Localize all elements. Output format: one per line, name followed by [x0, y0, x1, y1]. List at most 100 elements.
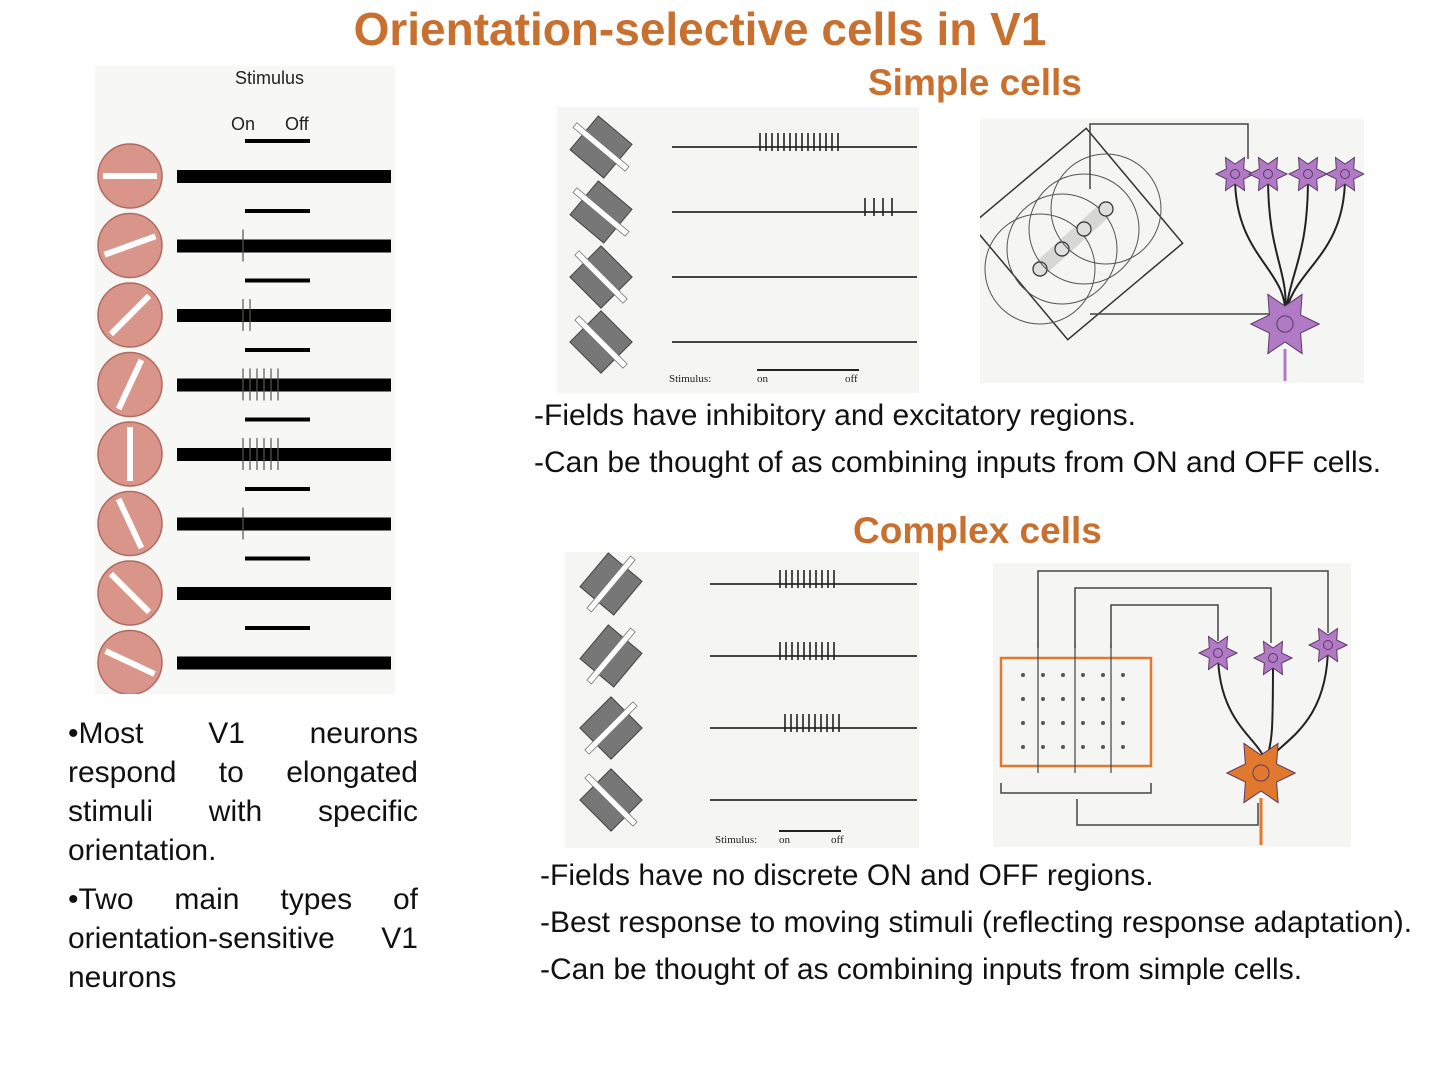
- oriented-bar-stimulus: [115, 358, 145, 411]
- stimulus-square: [569, 310, 633, 374]
- bar-stimulus: [584, 773, 638, 827]
- stimulus-square: [579, 696, 643, 760]
- field-dot: [1121, 721, 1125, 725]
- axon-line: [1217, 652, 1266, 769]
- simple-cells-heading: Simple cells: [868, 62, 1082, 103]
- axon-line: [1284, 176, 1309, 320]
- oriented-bar-stimulus: [115, 497, 145, 550]
- field-dot: [1121, 697, 1125, 701]
- complex-field-box: [999, 656, 1153, 768]
- bar-stimulus: [572, 187, 630, 237]
- complex-input-neuron: [1197, 635, 1239, 671]
- simple-circuit-drawing: [980, 123, 1364, 381]
- field-dot: [1041, 721, 1045, 725]
- field-dot: [1101, 721, 1105, 725]
- field-dot: [1041, 745, 1045, 749]
- bullet-item: •Two main types of orientation-sensitive…: [68, 883, 418, 994]
- stimulus-label: Stimulus: [235, 68, 305, 88]
- simple-input-neuron: [1247, 156, 1289, 192]
- bar-stimulus: [586, 627, 636, 685]
- neuron-nucleus: [1263, 169, 1273, 179]
- simple-input-neuron: [1324, 156, 1364, 192]
- simple-cells-recordings: Stimulus: on off: [557, 107, 919, 393]
- oriented-bar-stimulus: [108, 571, 152, 615]
- neuron-nucleus: [1213, 648, 1223, 658]
- off-caption: off: [845, 373, 858, 385]
- simple-output-neuron: [1249, 293, 1321, 355]
- point-item: -Fields have inhibitory and excitatory r…: [534, 399, 1136, 432]
- bar-stimulus: [574, 250, 628, 304]
- on-off-field-ring: [1028, 173, 1140, 285]
- stimulus-square: [569, 245, 633, 309]
- field-dot: [1021, 673, 1025, 677]
- field-dot: [1061, 721, 1065, 725]
- oriented-bar-stimulus: [104, 648, 156, 677]
- neuron-nucleus: [1268, 653, 1278, 663]
- bar-stimulus: [574, 315, 628, 369]
- neuron-nucleus: [1340, 169, 1350, 179]
- response-trace: [177, 170, 391, 183]
- on-label: On: [231, 114, 256, 134]
- stimulus-caption: Stimulus:: [715, 834, 758, 846]
- orientation-tuning-figure: Stimulus On Off: [95, 66, 395, 694]
- complex-cells-circuit: [993, 563, 1351, 847]
- field-dot: [1081, 721, 1085, 725]
- stimulus-caption: Stimulus:: [669, 373, 712, 385]
- field-dot: [1041, 673, 1045, 677]
- field-dot: [1101, 745, 1105, 749]
- stimulus-square: [579, 552, 643, 616]
- neuron-nucleus: [1230, 169, 1240, 179]
- field-center: [1076, 221, 1092, 237]
- bracket-connector: [1000, 783, 1152, 794]
- left-bullets: •Most V1 neurons respond to elongated st…: [68, 714, 418, 1007]
- field-dot: [1061, 745, 1065, 749]
- field-dot: [1101, 697, 1105, 701]
- on-off-field-ring: [984, 213, 1096, 325]
- response-trace: [177, 587, 391, 600]
- axon-line: [1234, 176, 1287, 320]
- complex-cells-recordings: Stimulus: on off: [565, 552, 919, 848]
- input-connector: [1074, 587, 1272, 648]
- response-trace: [177, 239, 391, 253]
- field-dot: [1021, 745, 1025, 749]
- field-dot: [1121, 673, 1125, 677]
- field-dot: [1021, 697, 1025, 701]
- field-dot: [1081, 697, 1085, 701]
- input-connector: [1110, 604, 1219, 648]
- bar-stimulus: [572, 122, 630, 172]
- output-connector: [1076, 799, 1259, 826]
- simple-cells-points: -Fields have inhibitory and excitatory r…: [534, 396, 1398, 490]
- simple-cells-circuit: [980, 119, 1364, 383]
- complex-recording-drawing: [579, 552, 917, 832]
- simple-input-neuron: [1287, 156, 1329, 192]
- elongated-on-region: [1032, 201, 1114, 277]
- bar-stimulus: [584, 701, 638, 755]
- off-caption: off: [831, 834, 844, 846]
- field-dot: [1061, 673, 1065, 677]
- neuron-nucleus: [1323, 640, 1333, 650]
- point-item: -Can be thought of as combining inputs f…: [534, 446, 1382, 479]
- field-dot: [1081, 673, 1085, 677]
- tuning-drawing: [97, 139, 391, 694]
- response-trace: [177, 309, 391, 322]
- off-label: Off: [285, 114, 309, 134]
- bullet-item: •Most V1 neurons respond to elongated st…: [68, 717, 418, 867]
- response-trace: [177, 378, 391, 392]
- stimulus-square: [579, 624, 643, 688]
- feedback-connector: [1089, 123, 1249, 189]
- axon-line: [1267, 176, 1287, 320]
- page-title: Orientation-selective cells in V1: [353, 3, 1047, 55]
- point-item: -Fields have no discrete ON and OFF regi…: [540, 859, 1154, 892]
- on-caption: on: [757, 373, 768, 385]
- oriented-bar-stimulus: [103, 233, 157, 258]
- field-dot: [1101, 673, 1105, 677]
- complex-circuit-drawing: [999, 570, 1349, 845]
- axon-line: [1284, 176, 1346, 320]
- complex-input-neuron: [1252, 640, 1294, 676]
- neuron-nucleus: [1252, 764, 1270, 782]
- on-caption: on: [779, 834, 790, 846]
- response-trace: [177, 448, 391, 461]
- field-dot: [1081, 745, 1085, 749]
- oriented-bar-stimulus: [108, 293, 152, 337]
- neuron-nucleus: [1276, 315, 1294, 333]
